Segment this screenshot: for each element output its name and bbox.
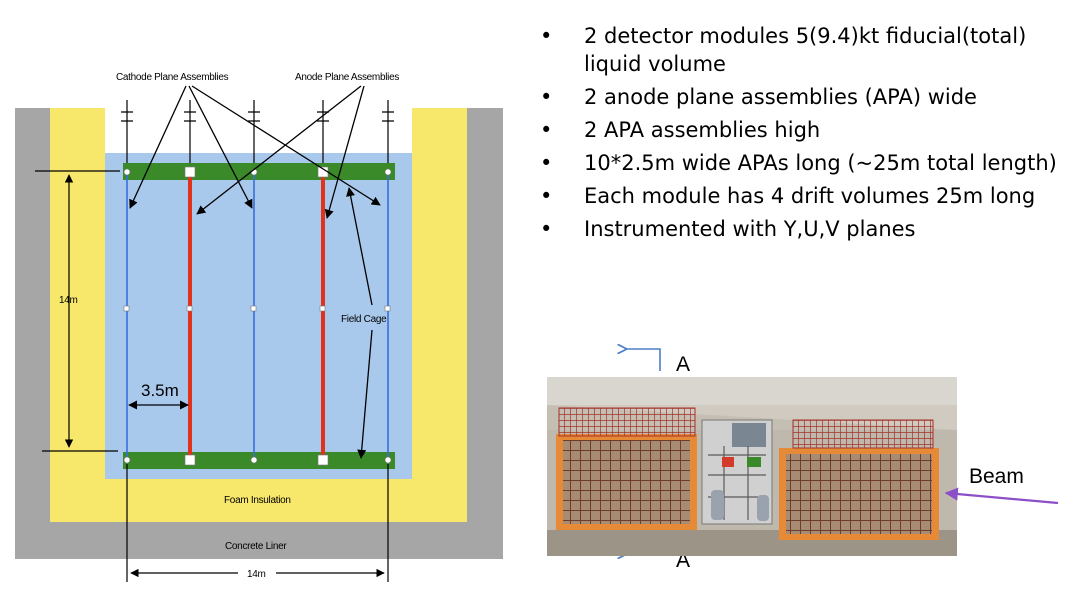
bullet-item: • 2 detector modules 5(9.4)kt fiducial(to… [538,22,1058,78]
top-opening [105,108,412,153]
bullet-item: • 10*2.5m wide APAs long (~25m total leng… [538,149,1058,177]
bullet-text: 10*2.5m wide APAs long (~25m total lengt… [584,151,1057,175]
drift-label: 3.5m [141,381,179,400]
section-label-top: A [676,353,690,376]
bullet-text: Each module has 4 drift volumes 25m long [584,184,1036,208]
electronics-racks [558,407,934,449]
render-3d: A A Beam [547,349,1059,572]
width-label: 14m [247,569,266,580]
height-dimension [35,170,120,452]
bullet-item: • 2 anode plane assemblies (APA) wide [538,83,1058,111]
liner-label: Concrete Liner [225,541,287,552]
bullet-text: 2 anode plane assemblies (APA) wide [584,85,977,109]
cross-section: Cathode Plane Assemblies Anode Plane Ass… [15,72,503,582]
beam-arrow [944,487,1059,505]
bullet-dot: • [540,24,553,48]
section-arrow-top [625,349,661,371]
liquid-volume [105,153,412,479]
bullet-dot: • [540,151,553,175]
bullet-item: • Each module has 4 drift volumes 25m lon… [538,182,1058,210]
anode-label: Anode Plane Assemblies [295,72,399,83]
label-pointers [129,85,381,459]
field-cage-label: Field Cage [341,314,387,325]
bullet-text: 2 detector modules 5(9.4)kt fiducial(tot… [584,24,1027,76]
bullet-dot: • [540,217,553,241]
width-label-bg [238,565,276,579]
bullet-dot: • [540,184,553,208]
cathode-label: Cathode Plane Assemblies [116,72,229,83]
bullet-text: 2 APA assemblies high [584,118,821,142]
plane-nodes [123,166,392,466]
height-label: 14m [59,295,78,306]
foam-label: Foam Insulation [224,495,291,506]
bullet-dot: • [540,85,553,109]
bullet-dot: • [540,118,553,142]
bottom-support-bar [123,452,395,469]
bullet-item: • Instrumented with Y,U,V planes [538,215,1058,243]
bullet-item: • 2 APA assemblies high [538,116,1058,144]
bullet-list: • 2 detector modules 5(9.4)kt fiducial(to… [538,22,1058,248]
beam-label: Beam [969,465,1024,488]
bullet-text: Instrumented with Y,U,V planes [584,217,916,241]
